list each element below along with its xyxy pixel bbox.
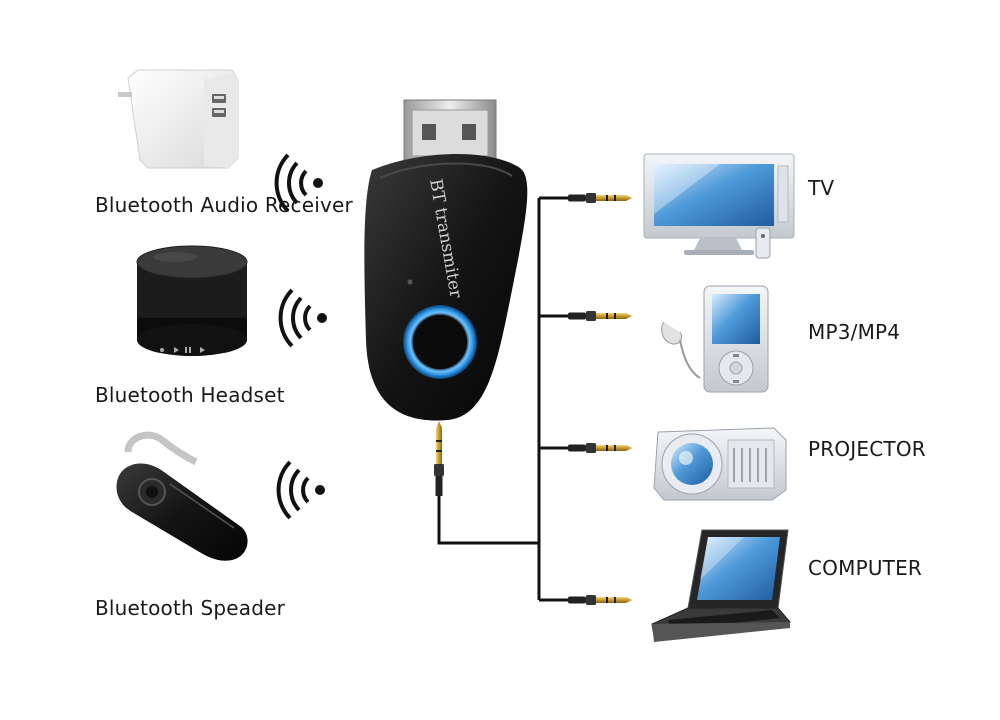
audio-receiver-image [118,69,239,169]
label-bluetooth-headset: Bluetooth Headset [95,383,285,407]
projector-image [653,427,787,501]
audio-jack-connector [568,443,632,453]
mp3-player-image [661,285,769,393]
label-projector: PROJECTOR [808,437,926,461]
speaker-image [136,245,248,356]
audio-jack-connector [568,311,632,321]
splitter-cable [437,196,570,602]
label-mp3-mp4: MP3/MP4 [808,320,901,344]
tv-image [643,153,795,259]
laptop-image [651,529,792,642]
wireless-signal-icon [276,460,327,520]
audio-jack-connector [568,193,632,203]
wireless-signal-icon [278,288,329,348]
audio-jack-connector [568,595,632,605]
earpiece-image [116,431,248,561]
label-computer: COMPUTER [808,556,923,580]
label-tv: TV [808,176,835,200]
bt-transmitter-dongle: BT transmiter [364,99,528,421]
label-bluetooth-speader: Bluetooth Speader [95,596,286,620]
label-bluetooth-audio-receiver: Bluetooth Audio Receiver [95,193,353,217]
audio-jack-input [434,421,444,496]
